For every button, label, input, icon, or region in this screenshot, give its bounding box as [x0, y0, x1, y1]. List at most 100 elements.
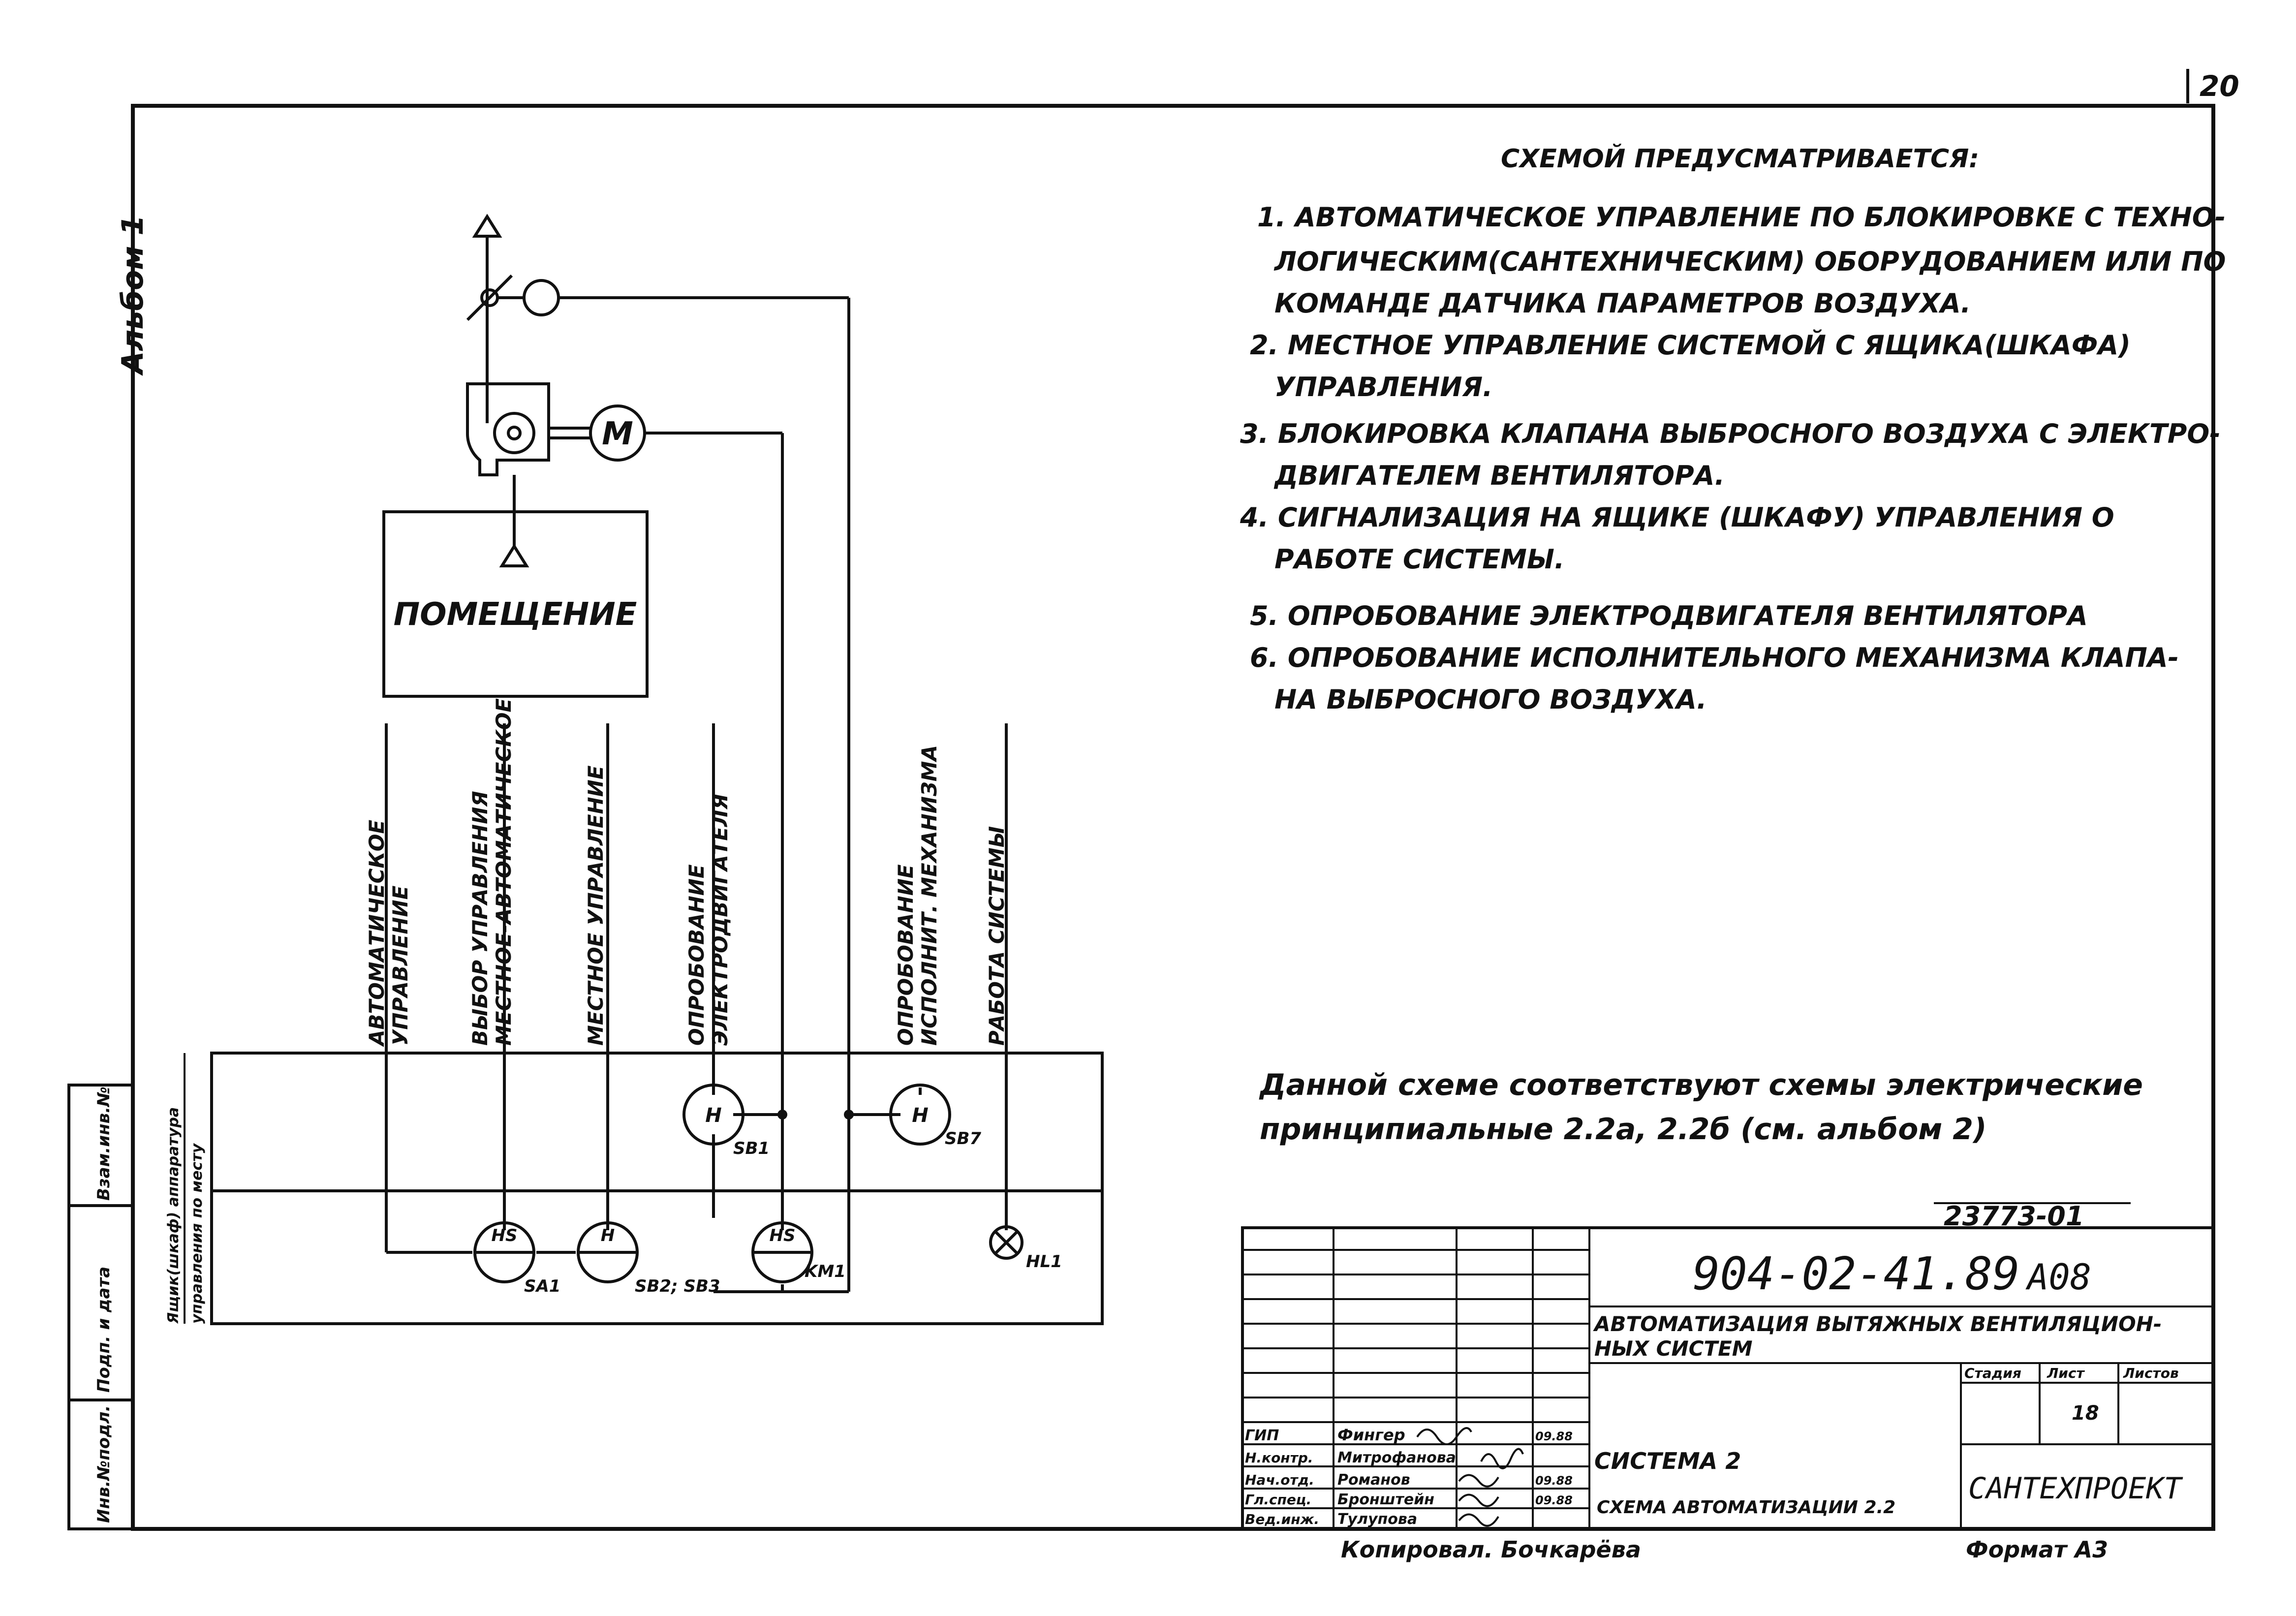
staff-name-3: Романов [1337, 1471, 1410, 1489]
staff-date-4: 09.88 [1535, 1493, 1573, 1507]
device-hl1-tag: HL1 [1026, 1252, 1062, 1272]
note-line-1: 1. АВТОМАТИЧЕСКОЕ УПРАВЛЕНИЕ ПО БЛОКИРОВ… [1257, 202, 2226, 233]
column-label-select: ВЫБОР УПРАВЛЕНИЯ МЕСТНОЕ-АВТОМАТИЧЕСКОЕ [468, 698, 516, 1046]
device-sb2-symbol: H [601, 1226, 615, 1245]
copied-by: Копировал. Бочкарёва [1341, 1536, 1641, 1563]
staff-name-4: Бронштейн [1337, 1491, 1434, 1508]
device-sb7-tag: SB7 [945, 1129, 981, 1149]
sheet-frame [131, 104, 2215, 1531]
designation: 904-02-41.89 [1693, 1247, 2020, 1300]
side-stamp: Взам.инв.№ Подп. и дата Инв.№подл. [67, 1084, 134, 1530]
note-line-9: РАБОТЕ СИСТЕМЫ. [1274, 544, 1564, 575]
title-block: 23773-01 904-02-41.89 А08 АВТОМАТИЗАЦИЯ … [1241, 1201, 2215, 1563]
note-line-7: ДВИГАТЕЛЕМ ВЕНТИЛЯТОРА. [1273, 460, 1725, 491]
column-label-select-l2: МЕСТНОЕ-АВТОМАТИЧЕСКОЕ [492, 698, 516, 1046]
staff-name-2: Митрофанова [1337, 1449, 1456, 1466]
drawing-name-line2: СХЕМА АВТОМАТИЗАЦИИ 2.2 [1597, 1497, 1895, 1518]
column-label-local: МЕСТНОЕ УПРАВЛЕНИЕ [584, 765, 608, 1046]
column-label-work-l1: РАБОТА СИСТЕМЫ [985, 826, 1009, 1046]
note-line-3: КОМАНДЕ ДАТЧИКА ПАРАМЕТРОВ ВОЗДУХА. [1274, 288, 1971, 319]
stamp-cell-sign-date: Подп. и дата [94, 1267, 114, 1393]
staff-role-5: Вед.инж. [1245, 1511, 1319, 1527]
album-side-label: Альбом 1 [116, 215, 150, 376]
sheet-value: 18 [2072, 1402, 2099, 1425]
signature-4-icon [1458, 1493, 1499, 1507]
column-label-auto: АВТОМАТИЧЕСКОЕ УПРАВЛЕНИЕ [365, 820, 412, 1047]
column-label-test-mech: ОПРОБОВАНИЕ ИСПОЛНИТ. МЕХАНИЗМА [894, 745, 941, 1046]
project-title-line1: АВТОМАТИЗАЦИЯ ВЫТЯЖНЫХ ВЕНТИЛЯЦИОН- [1593, 1312, 2162, 1336]
stamp-cell-replace: Взам.инв.№ [94, 1087, 114, 1201]
staff-role-1: ГИП [1245, 1427, 1279, 1444]
device-km1-tag: KM1 [805, 1262, 846, 1281]
note-line-12: НА ВЫБРОСНОГО ВОЗДУХА. [1274, 684, 1706, 715]
note-line-4: 2. МЕСТНОЕ УПРАВЛЕНИЕ СИСТЕМОЙ С ЯЩИКА(Ш… [1250, 330, 2131, 361]
signature-3-icon [1458, 1474, 1499, 1488]
column-label-test-mech-l2: ИСПОЛНИТ. МЕХАНИЗМА [917, 745, 941, 1046]
sheet-header: Лист [2047, 1365, 2085, 1381]
staff-date-3: 09.88 [1535, 1474, 1573, 1488]
junction-dot-icon [777, 1110, 787, 1119]
motor-label: M [602, 416, 633, 452]
fan-impeller-icon [493, 412, 535, 454]
note-line-8: 4. СИГНАЛИЗАЦИЯ НА ЯЩИКЕ (ШКАФУ) УПРАВЛЕ… [1240, 502, 2114, 533]
device-sb7 [889, 1084, 951, 1146]
organization: САНТЕХПРОЕКТ [1968, 1471, 2183, 1506]
device-sb2-tag: SB2; SB3 [635, 1276, 720, 1296]
device-km1-symbol: HS [770, 1226, 796, 1245]
drawing-name-line1: СИСТЕМА 2 [1594, 1448, 1741, 1474]
device-sa1-symbol: HS [492, 1226, 518, 1245]
column-label-auto-l2: УПРАВЛЕНИЕ [388, 885, 412, 1046]
note-line-10: 5. ОПРОБОВАНИЕ ЭЛЕКТРОДВИГАТЕЛЯ ВЕНТИЛЯТ… [1250, 600, 2088, 631]
supply-arrow-icon [499, 543, 529, 567]
column-label-test-motor-l1: ОПРОБОВАНИЕ [684, 864, 709, 1046]
staff-role-2: Н.контр. [1245, 1450, 1313, 1466]
control-panel: Ящик(шкаф) аппаратура управления по мест… [165, 698, 1104, 1325]
reference-line-2: принципиальные 2.2а, 2.2б (см. альбом 2) [1260, 1112, 1986, 1147]
staff-name-5: Тулупова [1337, 1511, 1417, 1528]
column-label-auto-l1: АВТОМАТИЧЕСКОЕ [365, 820, 389, 1047]
device-sb7-symbol: H [912, 1104, 928, 1127]
staff-role-4: Гл.спец. [1245, 1492, 1311, 1508]
signature-5-icon [1458, 1513, 1499, 1527]
row-label-line1: Ящик(шкаф) аппаратура [165, 1107, 182, 1324]
junction-dot-icon-2 [844, 1110, 854, 1119]
device-sb1-symbol: H [705, 1104, 721, 1127]
note-line-11: 6. ОПРОБОВАНИЕ ИСПОЛНИТЕЛЬНОГО МЕХАНИЗМА… [1250, 642, 2179, 673]
project-title-line2: НЫХ СИСТЕМ [1594, 1336, 1753, 1361]
device-sb1 [683, 1084, 745, 1146]
signature-2-icon [1480, 1448, 1524, 1469]
damper-blade-icon [466, 274, 513, 321]
note-line-6: 3. БЛОКИРОВКА КЛАПАНА ВЫБРОСНОГО ВОЗДУХА… [1240, 418, 2221, 449]
damper-actuator-icon [523, 279, 560, 316]
column-label-test-motor: ОПРОБОВАНИЕ ЭЛЕКТРОДВИГАТЕЛЯ [684, 794, 732, 1046]
column-label-test-mech-l1: ОПРОБОВАНИЕ [894, 864, 918, 1046]
notes-block: СХЕМОЙ ПРЕДУСМАТРИВАЕТСЯ: 1. АВТОМАТИЧЕС… [1240, 144, 2226, 1147]
device-sa1-tag: SA1 [524, 1276, 560, 1296]
sheets-header: Листов [2123, 1365, 2179, 1381]
column-label-select-l1: ВЫБОР УПРАВЛЕНИЯ [468, 791, 492, 1046]
column-label-test-motor-l2: ЭЛЕКТРОДВИГАТЕЛЯ [708, 794, 732, 1046]
stamp-cell-inventory: Инв.№подл. [94, 1405, 114, 1523]
process-diagram: M ПОМЕЩЕНИЕ [382, 214, 850, 1292]
signature-1-icon [1416, 1427, 1472, 1445]
notes-heading: СХЕМОЙ ПРЕДУСМАТРИВАЕТСЯ: [1501, 144, 1979, 174]
staff-date-1: 09.88 [1535, 1430, 1573, 1443]
panel-box [210, 1052, 1104, 1325]
page-number: 20 [2200, 69, 2239, 103]
note-line-2: ЛОГИЧЕСКИМ(САНТЕХНИЧЕСКИМ) ОБОРУДОВАНИЕМ… [1273, 246, 2226, 277]
format: Формат А3 [1966, 1536, 2108, 1563]
room-label: ПОМЕЩЕНИЕ [394, 596, 637, 633]
staff-role-3: Нач.отд. [1245, 1472, 1314, 1488]
device-sb1-tag: SB1 [733, 1139, 770, 1158]
fan-housing-icon [465, 382, 550, 476]
staff-name-1: Фингер [1337, 1426, 1405, 1444]
exhaust-arrow-icon [472, 214, 502, 238]
reference-line-1: Данной схеме соответствуют схемы электри… [1259, 1068, 2143, 1102]
column-label-local-l1: МЕСТНОЕ УПРАВЛЕНИЕ [584, 765, 608, 1046]
stage-header: Стадия [1964, 1365, 2021, 1381]
set-code: А08 [2025, 1256, 2091, 1298]
room-box [382, 510, 649, 698]
row-label-line2: управления по месту [188, 1143, 206, 1324]
column-label-work: РАБОТА СИСТЕМЫ [985, 826, 1009, 1046]
